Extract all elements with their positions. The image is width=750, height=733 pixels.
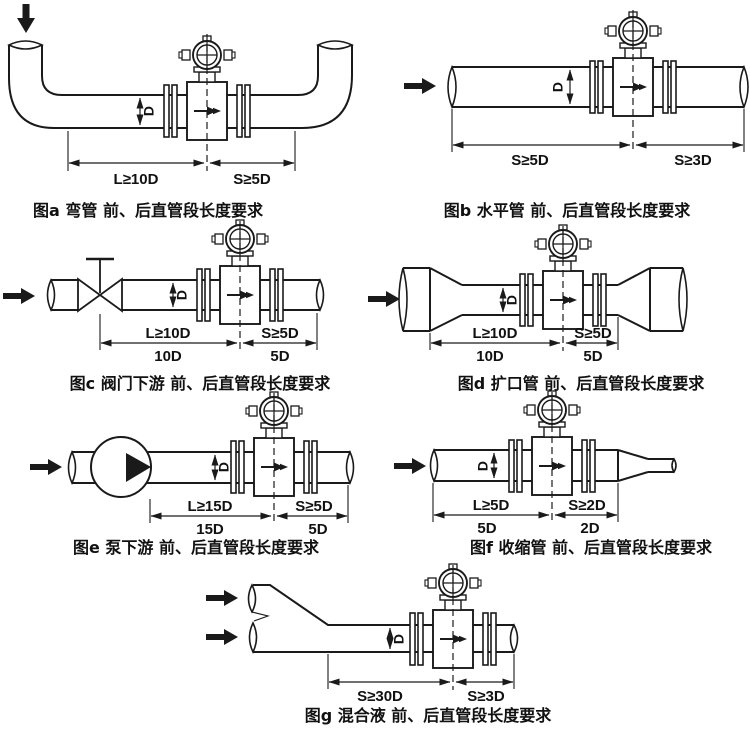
dimension-label-left: S≥5D [511, 152, 549, 169]
pipe-break-notch [251, 611, 270, 622]
dimension-label-right: S≥5D [574, 325, 612, 342]
dimension-label-right-below: 2D [580, 520, 599, 537]
pipe-break-lower [248, 621, 258, 654]
flow-arrow-icon [30, 459, 62, 475]
pipe-break [398, 267, 408, 332]
cone-bottom [429, 314, 463, 332]
pump-impeller-triangle [126, 453, 151, 482]
pump [90, 436, 152, 498]
diagram-e: D L≥15D 15D S≥5D 5D 图e 泵下游 前、后直管段长度要求 [30, 391, 355, 557]
dimension-label-left: S≥30D [357, 688, 403, 705]
caption: 图f 收缩管 前、后直管段长度要求 [470, 538, 713, 557]
flow-arrow-icon [368, 291, 400, 307]
diameter-label: D [174, 290, 190, 300]
pipe-top [253, 584, 514, 626]
pipe-inner [41, 45, 319, 96]
dimension-label-right-below: 5D [308, 521, 327, 538]
caption: 图b 水平管 前、后直管段长度要求 [444, 201, 692, 220]
diagram-d: D L≥10D 10D S≥5D 5D 图d 扩口管 前、后直管段长度要求 [368, 224, 706, 393]
diameter-label: D [216, 462, 232, 472]
diagram-c: D L≥10D 10D S≥5D 5D 图c 阀门下游 前、后直管段长度要求 [3, 219, 332, 393]
dimension-label-left: L≥10D [473, 325, 518, 342]
caption: 图c 阀门下游 前、后直管段长度要求 [70, 374, 332, 393]
dimension-label-left: L≥5D [473, 497, 510, 514]
diameter-label: D [391, 634, 407, 644]
dimension-label-right: S≥3D [674, 152, 712, 169]
cone-top [429, 267, 463, 286]
pipe-break [316, 40, 354, 50]
caption: 图g 混合液 前、后直管段长度要求 [305, 706, 553, 725]
dimension-label-right-below: 5D [583, 348, 602, 365]
valve-left-triangle [77, 277, 102, 313]
pipe-break [67, 450, 77, 485]
dimension-label-right: S≥5D [261, 325, 299, 342]
pipe-break [447, 64, 457, 110]
dimension-label-right: S≥5D [295, 498, 333, 515]
cone-bottom [617, 471, 649, 482]
pipe-break [46, 278, 56, 312]
diagram-g: D S≥30D S≥3D 图g 混合液 前、后直管段长度要求 [206, 563, 553, 725]
pipe-outer [8, 45, 353, 129]
dimension-label-right: S≥3D [467, 688, 505, 705]
caption: 图d 扩口管 前、后直管段长度要求 [458, 374, 706, 393]
dimension-label-left-below: 10D [476, 348, 504, 365]
flow-arrow-icon [17, 4, 35, 33]
dimension-label-right-below: 5D [270, 348, 289, 365]
flow-arrow-icon [206, 629, 238, 645]
flow-arrow-icon [394, 458, 426, 474]
pipe-break [739, 64, 749, 110]
dimension-label-left: L≥10D [114, 171, 159, 188]
pipe-break [429, 448, 439, 483]
dimension-label-right: S≥5D [233, 171, 271, 188]
pipe-break [345, 450, 355, 485]
diagram-a: D L≥10D S≥5D 图a 弯管 前、后直管段长度要求 [7, 4, 354, 220]
flow-arrow-icon [206, 590, 238, 606]
pipe-break [678, 267, 688, 332]
dimension-label-left-below: 5D [477, 520, 496, 537]
dimension-label-left-below: 10D [154, 348, 182, 365]
flow-arrow-icon [3, 288, 35, 304]
flow-arrow-icon [404, 78, 436, 94]
dimension-label-left: L≥10D [146, 325, 191, 342]
caption: 图e 泵下游 前、后直管段长度要求 [73, 538, 320, 557]
valve [77, 257, 123, 313]
dimension-label-right: S≥2D [568, 497, 606, 514]
diameter-label: D [550, 82, 566, 92]
pipe-break-upper [247, 583, 257, 614]
caption: 图a 弯管 前、后直管段长度要求 [33, 201, 264, 220]
diagram-f: D L≥5D 5D S≥2D 2D 图f 收缩管 前、后直管段长度要求 [394, 390, 713, 557]
pipe-break [7, 40, 44, 50]
diagram-b: D S≥5D S≥3D 图b 水平管 前、后直管段长度要求 [404, 10, 749, 220]
valve-right-triangle [98, 277, 123, 313]
cone-top [617, 449, 649, 460]
dimension-label-left-below: 15D [196, 521, 224, 538]
pipe-break [509, 623, 519, 654]
pipe-break [315, 278, 325, 312]
diameter-label: D [141, 106, 157, 116]
dimension-label-left: L≥15D [188, 498, 233, 515]
cone-bottom [617, 314, 651, 332]
pipe-break [671, 457, 677, 474]
diameter-label: D [504, 295, 520, 305]
diameter-label: D [475, 461, 491, 471]
cone-top [617, 267, 651, 286]
